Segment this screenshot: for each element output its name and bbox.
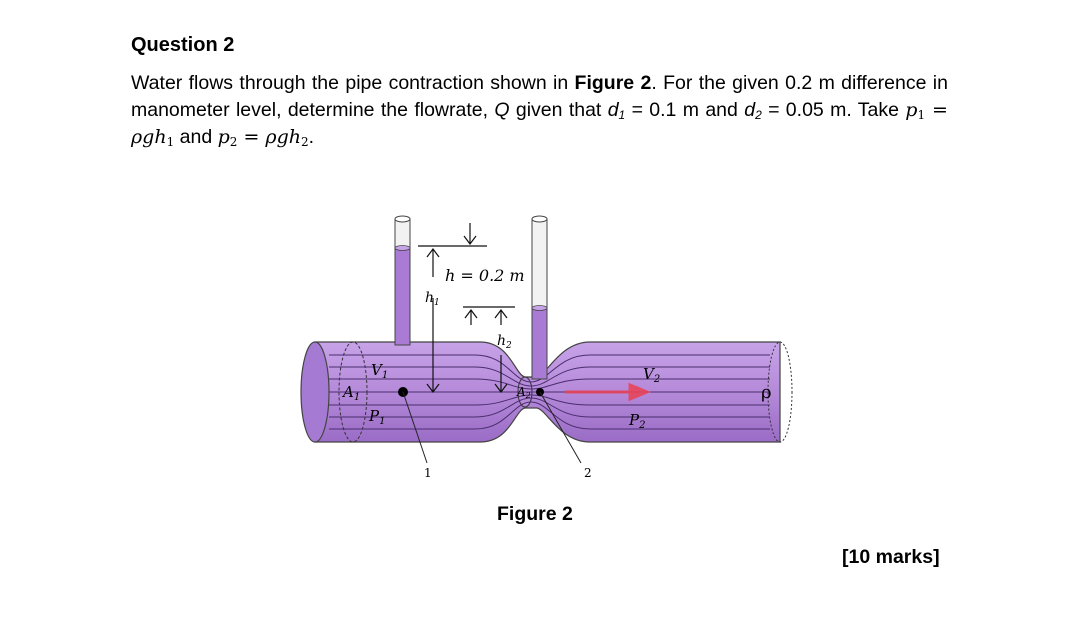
label-h2: h2: [497, 333, 512, 351]
equation-p1: p1 = ρgh1: [131, 99, 948, 149]
label-a1: A1: [341, 383, 360, 403]
label-h-equation: h = 0.2 m: [445, 266, 525, 285]
pipe-right-end: [767, 341, 793, 443]
label-h1: h1: [425, 290, 440, 308]
label-point-1: 1: [424, 466, 432, 480]
equation-p2: p2 = ρgh2: [217, 126, 309, 149]
label-point-2: 2: [584, 466, 592, 480]
label-p2: P2: [628, 411, 645, 431]
flow-arrow: [565, 382, 651, 402]
label-v1: V1: [371, 361, 388, 381]
question-text: Water flows through the pipe contraction…: [131, 72, 948, 149]
manometer-tube-1-fluid: [394, 247, 411, 346]
streamlines: [329, 354, 770, 430]
marks-label: [10 marks]: [842, 546, 940, 568]
label-rho: ρ: [761, 382, 772, 403]
label-v2: V2: [643, 365, 660, 385]
manometer-tube-2-fluid: [531, 307, 548, 380]
pipe-contraction-figure: h = 0.2 m h1 h2 V1 A1 P1 A2 V2 P2 ρ 1 2: [285, 205, 805, 495]
label-a2: A2: [516, 385, 531, 400]
figure-reference: Figure 2: [574, 72, 652, 94]
label-p1: P1: [368, 407, 385, 427]
question-title: Question 2: [131, 34, 235, 56]
figure-caption: Figure 2: [497, 503, 573, 525]
pipe-left-end: [300, 341, 330, 443]
